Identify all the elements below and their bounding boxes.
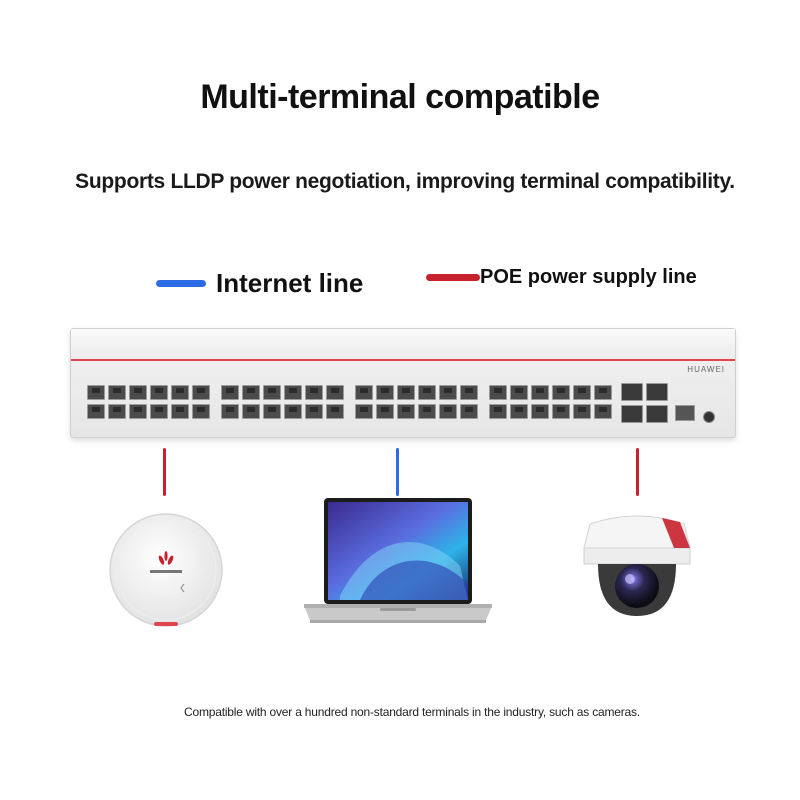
laptop-icon <box>304 498 492 623</box>
sfp-ports <box>621 383 668 423</box>
ethernet-port <box>376 385 394 400</box>
footnote: Compatible with over a hundred non-stand… <box>184 705 640 719</box>
ethernet-port <box>171 404 189 419</box>
ethernet-port <box>242 385 260 400</box>
internet-line-swatch <box>156 280 206 287</box>
ethernet-port <box>87 404 105 419</box>
page-subtitle: Supports LLDP power negotiation, improvi… <box>75 170 735 193</box>
ethernet-port <box>573 404 591 419</box>
ethernet-port <box>460 404 478 419</box>
ethernet-port <box>439 404 457 419</box>
ethernet-port <box>87 385 105 400</box>
ethernet-port <box>150 385 168 400</box>
ethernet-port <box>192 404 210 419</box>
ethernet-port <box>552 404 570 419</box>
access-point-icon <box>109 513 223 627</box>
ethernet-port <box>171 385 189 400</box>
ethernet-port <box>150 404 168 419</box>
ethernet-port <box>355 404 373 419</box>
ethernet-port <box>284 404 302 419</box>
ethernet-port <box>531 404 549 419</box>
network-switch: HUAWEI <box>70 328 736 438</box>
port-block-3 <box>355 385 479 420</box>
switch-brand-logo: HUAWEI <box>687 365 725 374</box>
ethernet-port <box>552 385 570 400</box>
sfp-port <box>621 383 643 401</box>
ethernet-port <box>594 404 612 419</box>
ethernet-port <box>460 385 478 400</box>
console-port <box>675 405 695 421</box>
ethernet-port <box>242 404 260 419</box>
sfp-port <box>646 383 668 401</box>
ethernet-port <box>489 404 507 419</box>
internet-line-label: Internet line <box>216 268 364 298</box>
ethernet-port <box>263 385 281 400</box>
reset-button <box>703 411 715 423</box>
poe-cable-access-point <box>163 448 166 496</box>
port-block-1 <box>87 385 211 420</box>
ethernet-port <box>531 385 549 400</box>
ethernet-port <box>129 385 147 400</box>
ethernet-port <box>397 404 415 419</box>
ethernet-port <box>510 385 528 400</box>
ethernet-port <box>418 385 436 400</box>
ethernet-port <box>129 404 147 419</box>
sfp-port <box>646 405 668 423</box>
ethernet-port <box>376 404 394 419</box>
camera-icon <box>583 515 691 616</box>
ethernet-port <box>305 385 323 400</box>
poe-line-label: POE power supply line <box>480 266 697 288</box>
ethernet-port <box>439 385 457 400</box>
ethernet-port <box>594 385 612 400</box>
ethernet-port <box>221 385 239 400</box>
ethernet-port <box>108 404 126 419</box>
ethernet-port <box>510 404 528 419</box>
ethernet-port <box>305 404 323 419</box>
ethernet-port <box>263 404 281 419</box>
ethernet-port <box>326 385 344 400</box>
page-title: Multi-terminal compatible <box>200 78 600 116</box>
port-block-4 <box>489 385 613 420</box>
ethernet-port <box>489 385 507 400</box>
poe-line-swatch <box>426 274 480 281</box>
ethernet-port <box>418 404 436 419</box>
ethernet-port <box>573 385 591 400</box>
ethernet-port <box>192 385 210 400</box>
port-block-2 <box>221 385 345 420</box>
legend-internet-line: Internet line <box>156 268 363 299</box>
ethernet-port <box>397 385 415 400</box>
ethernet-port <box>108 385 126 400</box>
switch-accent-stripe <box>71 359 735 361</box>
ethernet-port <box>326 404 344 419</box>
ethernet-port <box>221 404 239 419</box>
sfp-port <box>621 405 643 423</box>
legend-poe-line: POE power supply line <box>426 266 697 289</box>
switch-top-panel <box>71 329 735 359</box>
ethernet-port <box>355 385 373 400</box>
internet-cable-laptop <box>396 448 399 496</box>
ethernet-port <box>284 385 302 400</box>
poe-cable-camera <box>636 448 639 496</box>
